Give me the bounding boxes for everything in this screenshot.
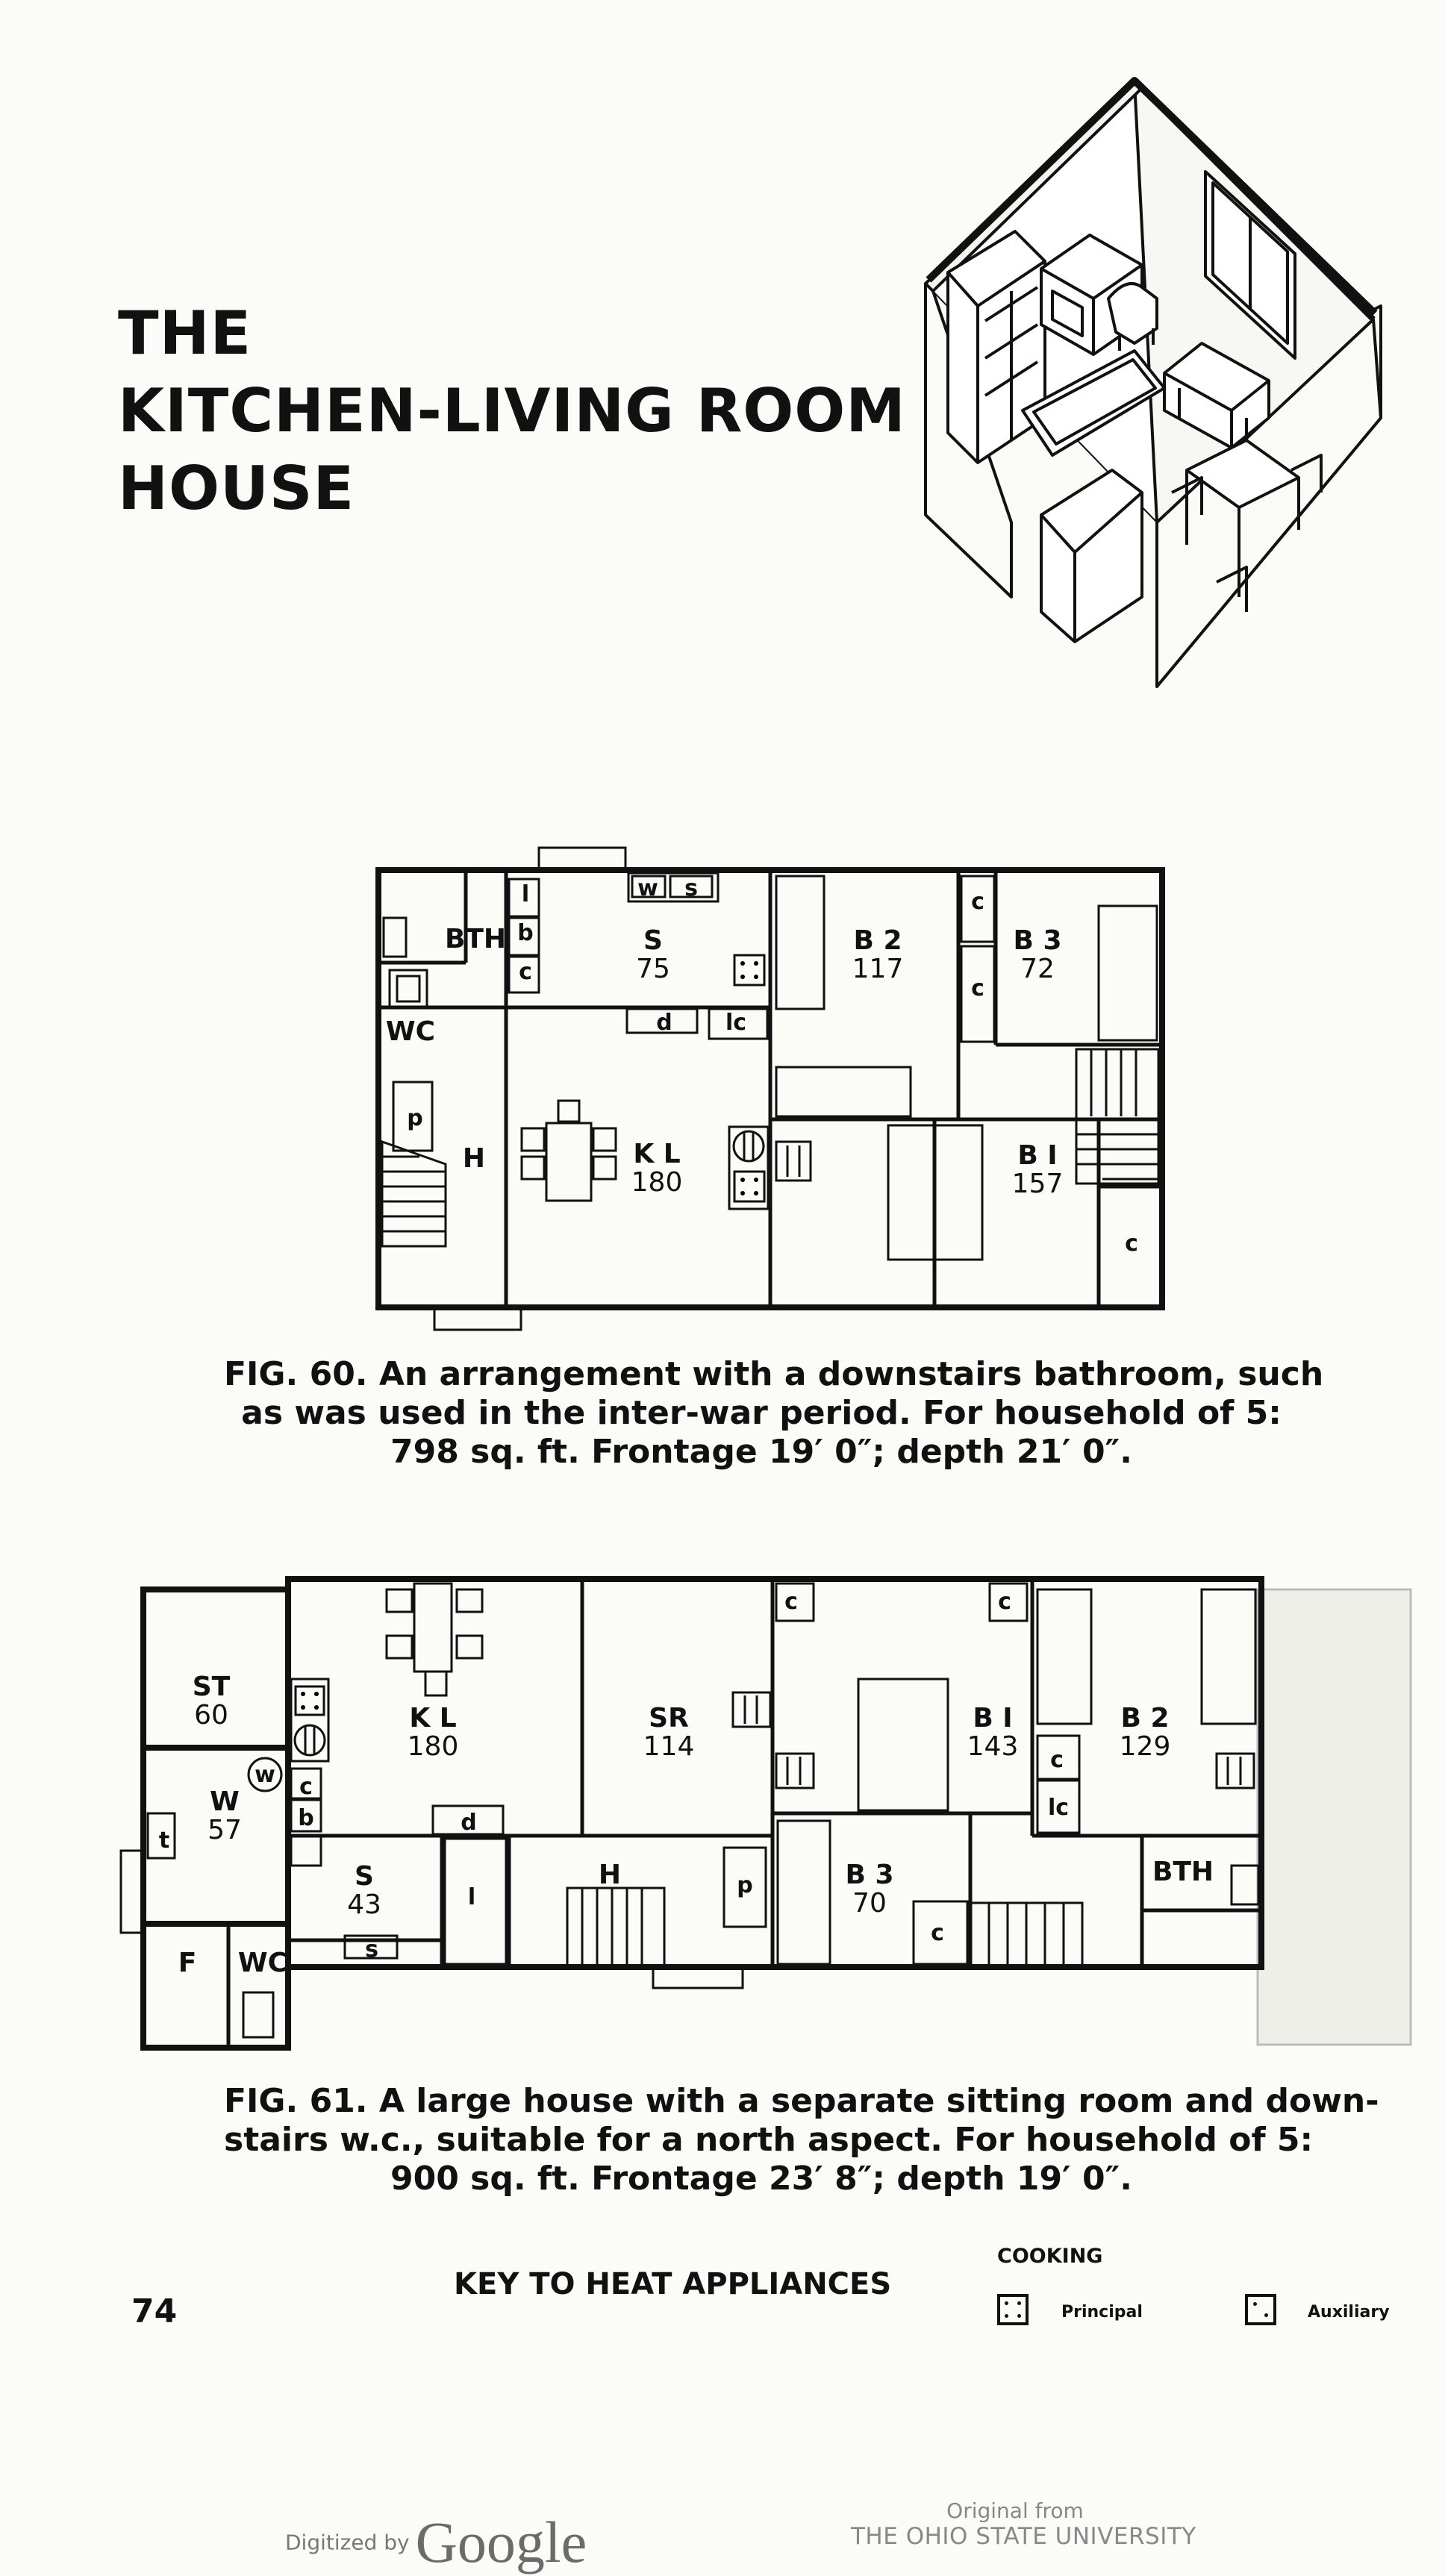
page-title-line-1: THE <box>118 298 252 368</box>
fig60-fitting-cupboard-b3b: c <box>971 975 984 1001</box>
fig61-room-kitchen-living: K L 180 <box>396 1704 470 1761</box>
fig60-fitting-cupboard: c <box>519 959 532 985</box>
fig61-b3-area: 70 <box>852 1888 887 1919</box>
fig61-fitting-washer: w <box>255 1762 275 1788</box>
fig61-caption-line-3: 900 sq. ft. Frontage 23′ 8″; depth 19′ 0… <box>390 2160 1132 2198</box>
fig60-scullery-name: S <box>643 925 663 956</box>
fig60-kl-area: 180 <box>631 1167 683 1198</box>
fig61-room-wc: WC <box>237 1948 288 1978</box>
fig61-fitting-pram: p <box>737 1872 753 1898</box>
fig60-fitting-pram: p <box>407 1105 423 1131</box>
fig60-caption-line-1: FIG. 60. An arrangement with a downstair… <box>224 1355 1324 1393</box>
fig61-fitting-cupboard-b2: c <box>1050 1747 1064 1773</box>
fig61-b1-name: B I <box>973 1703 1013 1734</box>
page-title-line-3: HOUSE <box>118 454 355 523</box>
fig60-b2-area: 117 <box>852 954 904 984</box>
original-from: Original from THE OHIO STATE UNIVERSITY <box>851 2498 1196 2550</box>
fig61-s-area: 43 <box>347 1889 381 1920</box>
fig60-b3-name: B 3 <box>1013 925 1062 956</box>
fig61-b2-name: B 2 <box>1120 1703 1170 1734</box>
principal-cooking-symbol-icon <box>997 2294 1029 2325</box>
fig61-b2-area: 129 <box>1119 1731 1171 1762</box>
google-logo: Google <box>415 2510 587 2575</box>
fig60-b1-area: 157 <box>1011 1169 1064 1199</box>
key-principal-label: Principal <box>1061 2303 1143 2322</box>
fig60-b1-name: B I <box>1017 1140 1058 1171</box>
fig61-room-fuel: F <box>178 1948 197 1978</box>
isometric-room-illustration <box>924 77 1382 688</box>
fig61-room-bedroom3: B 3 70 <box>836 1861 903 1918</box>
fig61-room-scullery: S 43 <box>334 1863 394 1919</box>
fig60-caption-line-2: as was used in the inter-war period. For… <box>241 1394 1282 1432</box>
fig61-room-store: ST 60 <box>178 1673 245 1730</box>
fig60-fitting-linen-cupboard: lc <box>725 1010 747 1036</box>
fig61-fitting-cupboard-b3: c <box>931 1920 944 1946</box>
fig61-fitting-cupboard-b1b: c <box>998 1589 1011 1615</box>
fig60-room-bth: BTH <box>444 924 507 954</box>
fig60-fitting-sink: s <box>684 875 698 901</box>
fig61-caption-line-2: stairs w.c., suitable for a north aspect… <box>224 2121 1314 2159</box>
fig61-room-hall: H <box>598 1860 622 1890</box>
fig61-kl-area: 180 <box>407 1731 459 1762</box>
auxiliary-cooking-symbol-icon <box>1245 2294 1276 2325</box>
page-title: THE KITCHEN-LIVING ROOM HOUSE <box>118 295 939 528</box>
fig60-b2-name: B 2 <box>853 925 902 956</box>
fig61-fitting-tub: t <box>158 1828 170 1854</box>
fig61-fitting-cupboard-kl: c <box>299 1774 313 1800</box>
fig61-fitting-boiler: b <box>298 1805 314 1831</box>
fig61-caption: FIG. 61. A large house with a separate s… <box>224 2082 1379 2198</box>
fig61-room-workroom: W 57 <box>191 1788 258 1845</box>
fig61-w-area: 57 <box>207 1815 242 1845</box>
fig61-b3-name: B 3 <box>845 1860 894 1890</box>
fig60-fitting-larder: l <box>521 881 530 907</box>
fig60-fitting-washer: w <box>637 875 658 901</box>
fig61-sr-name: SR <box>649 1703 689 1734</box>
fig60-b3-area: 72 <box>1020 954 1055 984</box>
fig61-w-name: W <box>210 1786 240 1817</box>
fig61-fitting-sink: s <box>365 1936 378 1963</box>
fig61-s-name: S <box>355 1861 374 1892</box>
fig61-store-name: ST <box>192 1672 231 1702</box>
fig61-store-area: 60 <box>194 1700 228 1731</box>
fig61-kl-name: K L <box>409 1703 457 1734</box>
fig60-caption-line-3: 798 sq. ft. Frontage 19′ 0″; depth 21′ 0… <box>390 1433 1132 1471</box>
fig61-fitting-dresser: d <box>461 1810 477 1836</box>
fig60-kl-name: K L <box>633 1139 681 1169</box>
fig61-room-sitting-room: SR 114 <box>631 1704 706 1761</box>
fig60-room-bedroom3: B 3 72 <box>1000 927 1075 984</box>
fig60-room-kitchen-living: K L 180 <box>619 1140 694 1197</box>
fig60-fitting-cupboard-b3a: c <box>971 889 984 915</box>
fig60-room-bedroom2: B 2 117 <box>840 927 915 984</box>
fig60-floor-plan <box>375 846 1165 1331</box>
fig61-room-bth: BTH <box>1152 1857 1214 1887</box>
fig60-caption: FIG. 60. An arrangement with a downstair… <box>224 1355 1324 1472</box>
fig61-b1-area: 143 <box>967 1731 1019 1762</box>
page-number: 74 <box>131 2292 178 2330</box>
key-auxiliary-label: Auxiliary <box>1308 2303 1390 2322</box>
page-title-line-2: KITCHEN-LIVING ROOM <box>118 376 906 446</box>
digitized-by-text: Digitized by <box>285 2530 410 2555</box>
fig60-room-hall: H <box>462 1143 486 1174</box>
fig61-fitting-cupboard-b1a: c <box>784 1589 798 1615</box>
fig61-fitting-linen-cupboard: lc <box>1047 1795 1070 1821</box>
fig60-scullery-area: 75 <box>636 954 670 984</box>
fig61-fitting-larder: l <box>467 1884 476 1910</box>
fig60-fitting-boiler: b <box>517 920 534 946</box>
fig60-room-scullery: S 75 <box>619 927 687 984</box>
key-cooking-heading: COOKING <box>997 2245 1103 2268</box>
fig61-room-bedroom1: B I 143 <box>955 1704 1030 1761</box>
fig60-fitting-cupboard-landing: c <box>1125 1231 1138 1257</box>
fig61-floor-plan <box>119 1576 1412 2051</box>
fig61-room-bedroom2: B 2 129 <box>1108 1704 1182 1761</box>
key-title: KEY TO HEAT APPLIANCES <box>454 2267 892 2301</box>
fig61-caption-line-1: FIG. 61. A large house with a separate s… <box>224 2082 1379 2120</box>
fig60-room-bedroom1: B I 157 <box>1000 1142 1075 1198</box>
original-from-text: Original from <box>946 2498 1084 2523</box>
fig60-fitting-dresser: d <box>656 1010 672 1036</box>
fig61-sr-area: 114 <box>643 1731 695 1762</box>
fig60-room-wc: WC <box>385 1016 436 1047</box>
university-name: THE OHIO STATE UNIVERSITY <box>851 2523 1196 2550</box>
